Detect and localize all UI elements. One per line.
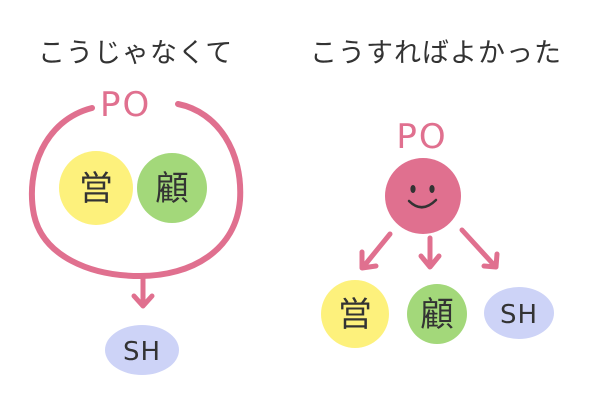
left-heading: こうじゃなくて bbox=[38, 38, 233, 69]
right-kokyaku-label: 顧 bbox=[420, 295, 454, 335]
right-eigyo-label: 営 bbox=[338, 295, 372, 335]
right-sh-label: SH bbox=[500, 300, 538, 330]
left-po-label: PO bbox=[100, 85, 151, 125]
left-eigyo-circle bbox=[59, 151, 133, 225]
right-po-circle bbox=[385, 158, 461, 234]
left-po-encircle bbox=[28, 101, 244, 280]
right-panel: こうすればよかった PO 営 顧 SH bbox=[310, 38, 562, 348]
left-panel: こうじゃなくて PO 営 顧 SH bbox=[28, 38, 244, 375]
left-sh-bubble bbox=[105, 325, 179, 375]
left-sh-label: SH bbox=[123, 337, 161, 367]
left-down-arrow bbox=[131, 273, 155, 309]
arrow-to-kokyaku bbox=[418, 235, 442, 270]
smiley-face-icon bbox=[407, 185, 438, 209]
left-kokyaku-circle bbox=[137, 153, 207, 223]
right-sh-bubble bbox=[484, 287, 554, 339]
left-kokyaku-label: 顧 bbox=[155, 169, 189, 209]
right-po-label: PO bbox=[396, 117, 447, 157]
right-kokyaku-circle bbox=[407, 284, 467, 344]
arrow-to-eigyo bbox=[359, 231, 393, 271]
left-eigyo-label: 営 bbox=[79, 169, 113, 209]
right-heading: こうすればよかった bbox=[310, 38, 562, 69]
arrow-to-sh bbox=[459, 227, 500, 270]
right-eigyo-circle bbox=[321, 280, 389, 348]
